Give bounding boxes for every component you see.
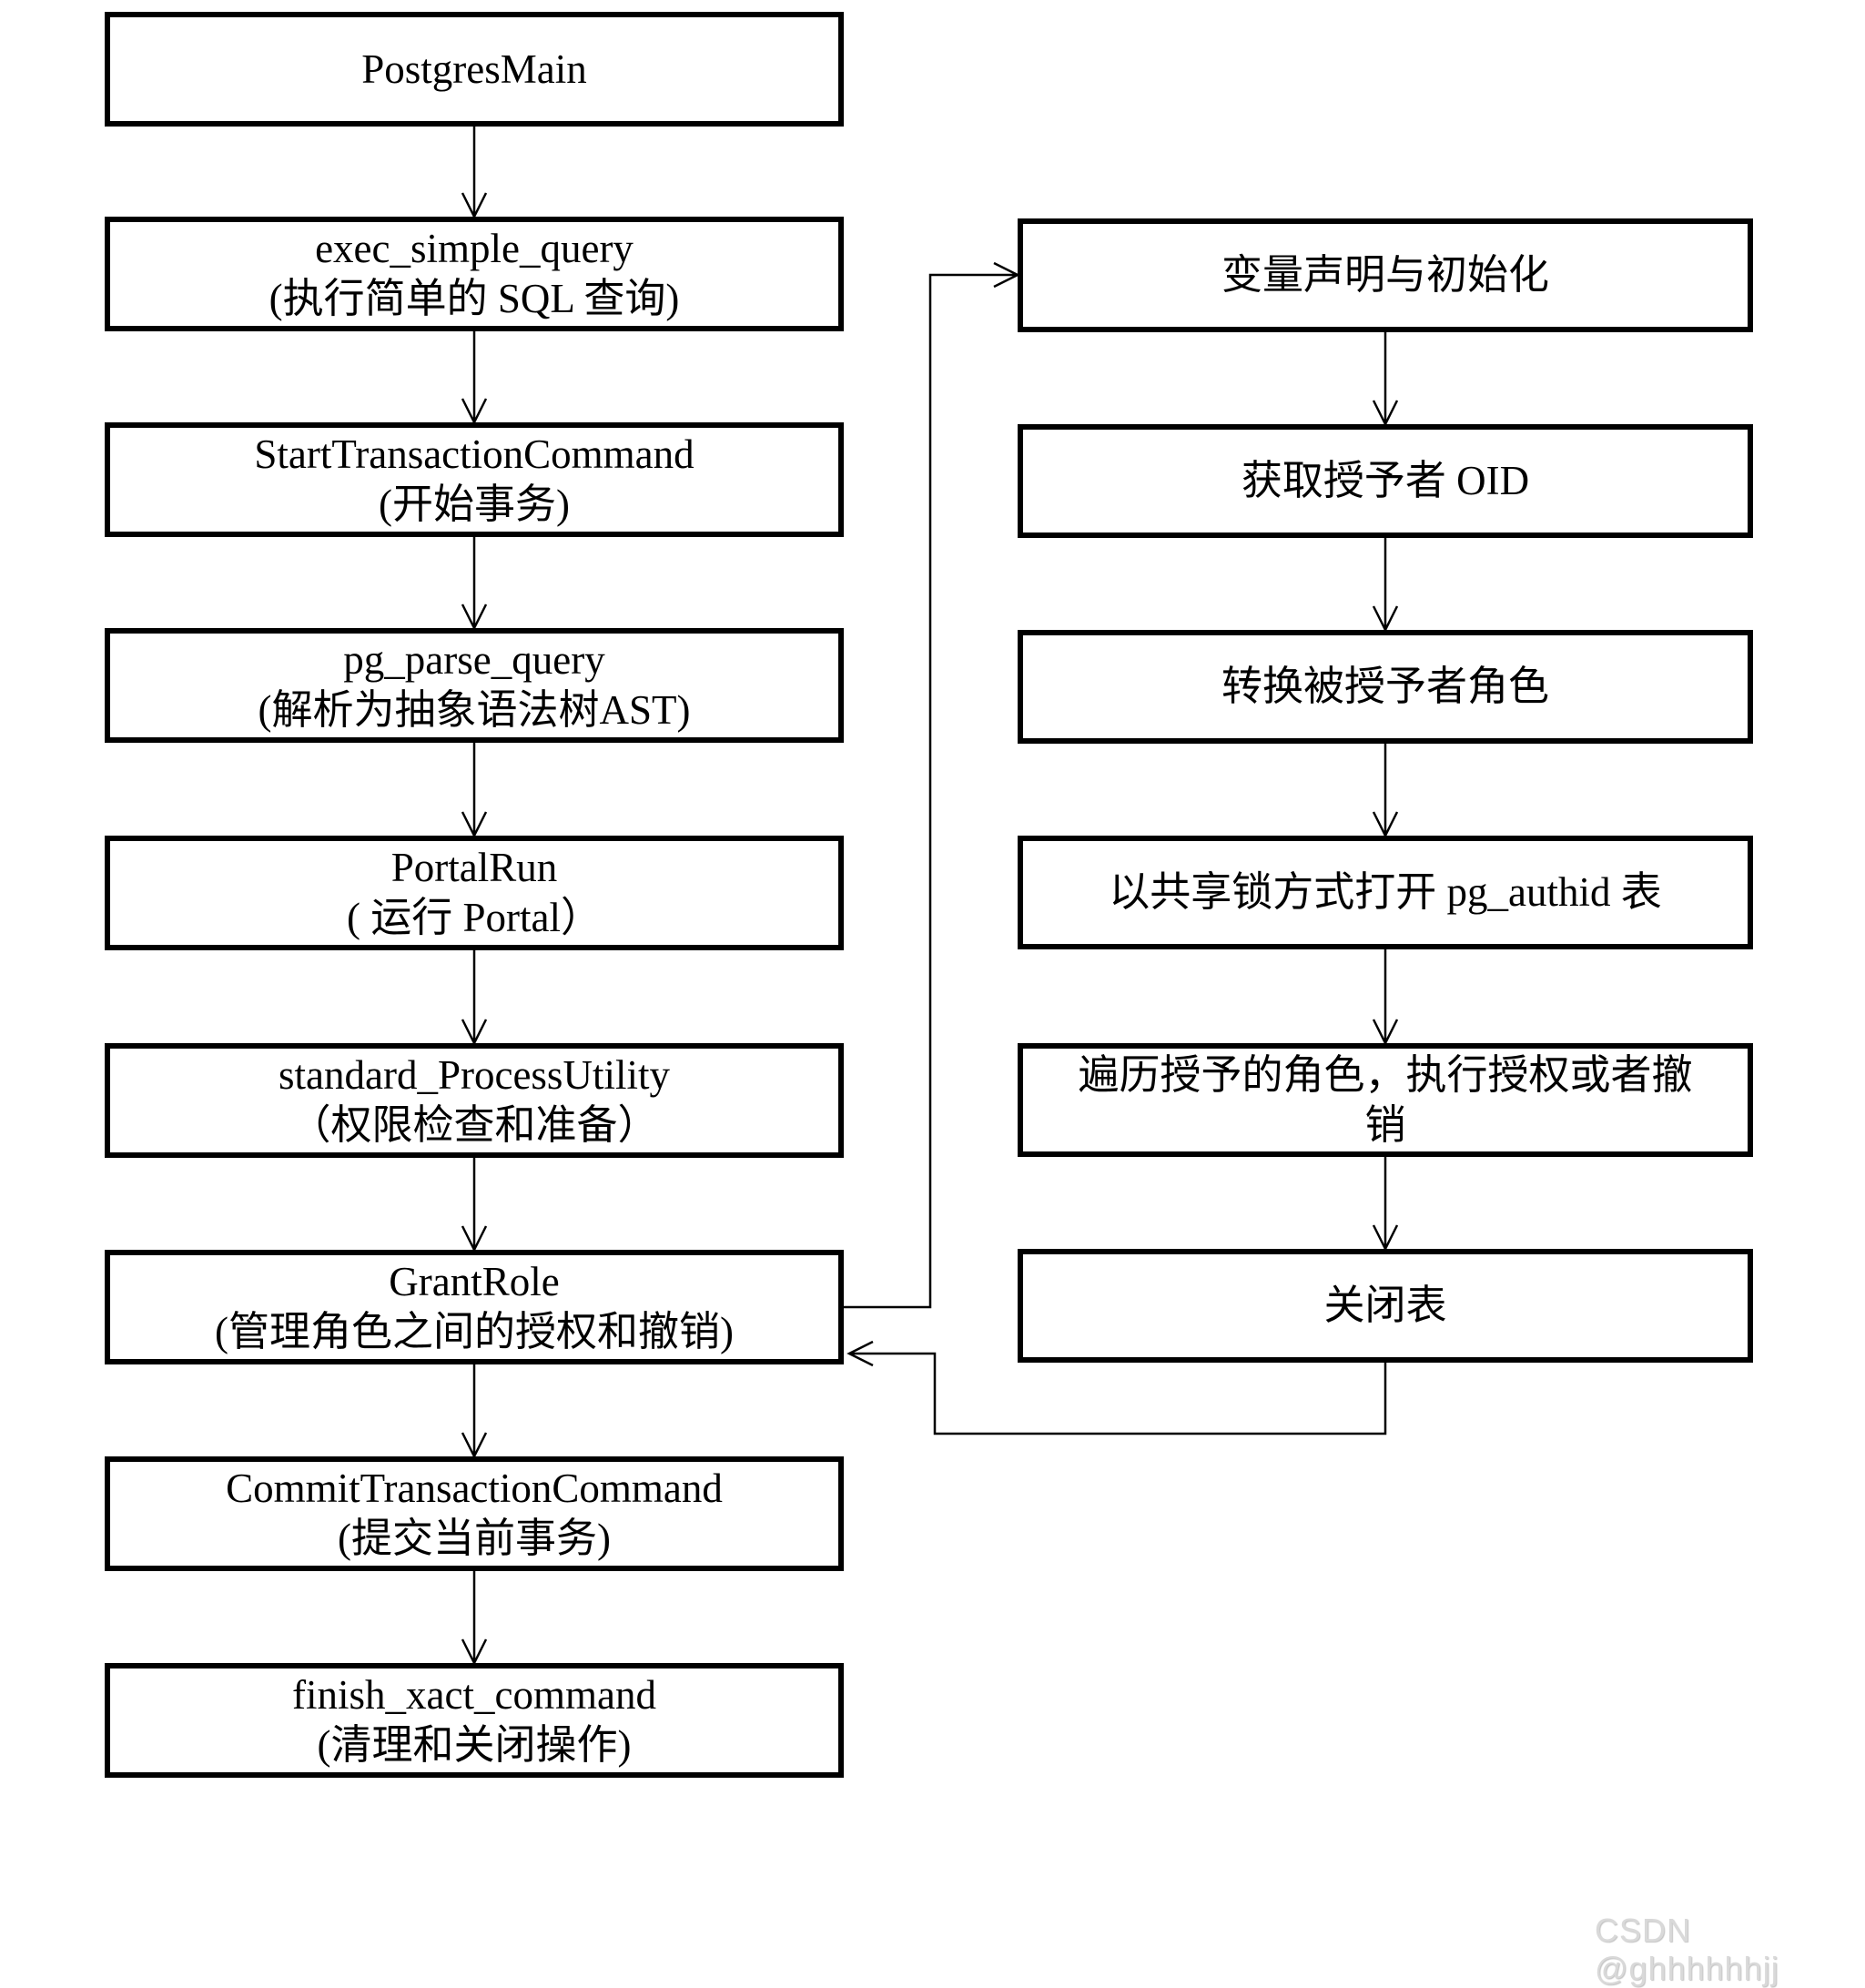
flow-node-label: (开始事务) <box>379 482 570 527</box>
arrow-get-grantor-oid-to-convert-grantee-roles <box>1372 538 1399 633</box>
watermark: CSDN @ghhhhhhjj <box>1595 1912 1779 1987</box>
arrow-open-pg-authid-with-shared-lock-to-iterate-roles-grant-or-revoke <box>1372 949 1399 1046</box>
flow-node-exec-simple-query: exec_simple_query(执行简单的 SQL 查询) <box>105 217 844 331</box>
flow-node-label: ( 运行 Portal） <box>347 895 602 940</box>
arrow-grant-role-to-declare-and-init-variables <box>844 261 1020 1309</box>
flow-node-postgres-main: PostgresMain <box>105 12 844 127</box>
flow-node-label: 转换被授予者角色 <box>1221 664 1549 710</box>
flow-node-label: GrantRole <box>389 1259 560 1305</box>
flow-node-label: （权限检查和准备） <box>289 1102 659 1148</box>
flow-node-finish-xact-command: finish_xact_command(清理和关闭操作) <box>105 1663 844 1778</box>
arrow-iterate-roles-grant-or-revoke-to-close-table <box>1372 1157 1399 1252</box>
arrow-close-table-to-grant-role <box>846 1340 1387 1435</box>
arrow-convert-grantee-roles-to-open-pg-authid-with-shared-lock <box>1372 744 1399 838</box>
flow-node-label: StartTransactionCommand <box>254 431 694 478</box>
flow-node-portal-run: PortalRun( 运行 Portal） <box>105 836 844 950</box>
flow-node-close-table: 关闭表 <box>1018 1249 1753 1363</box>
arrow-postgres-main-to-exec-simple-query <box>461 127 488 219</box>
arrow-portal-run-to-standard-process-utility <box>461 950 488 1046</box>
flow-node-label: finish_xact_command <box>292 1672 656 1719</box>
arrow-pg-parse-query-to-portal-run <box>461 743 488 838</box>
flow-node-label: CommitTransactionCommand <box>226 1466 723 1512</box>
flow-node-label: standard_ProcessUtility <box>279 1052 670 1099</box>
flow-node-open-pg-authid-with-shared-lock: 以共享锁方式打开 pg_authid 表 <box>1018 836 1753 949</box>
flow-node-label: 以共享锁方式打开 pg_authid 表 <box>1109 869 1662 916</box>
flow-node-grant-role: GrantRole(管理角色之间的授权和撤销) <box>105 1250 844 1364</box>
flow-node-get-grantor-oid: 获取授予者 OID <box>1018 424 1753 538</box>
flow-node-iterate-roles-grant-or-revoke: 遍历授予的角色，执行授权或者撤销 <box>1018 1043 1753 1157</box>
arrow-declare-and-init-variables-to-get-grantor-oid <box>1372 332 1399 427</box>
flow-node-label: pg_parse_query <box>343 637 605 684</box>
flow-node-label: (管理角色之间的授权和撤销) <box>215 1309 734 1354</box>
flow-node-label: (解析为抽象语法树AST) <box>258 687 691 733</box>
flow-node-standard-process-utility: standard_ProcessUtility（权限检查和准备） <box>105 1043 844 1158</box>
flow-node-label: PortalRun <box>390 845 558 891</box>
flow-node-label: (清理和关闭操作) <box>317 1722 632 1768</box>
flow-node-label: (提交当前事务) <box>338 1516 611 1561</box>
flow-node-pg-parse-query: pg_parse_query(解析为抽象语法树AST) <box>105 628 844 743</box>
flow-node-declare-and-init-variables: 变量声明与初始化 <box>1018 218 1753 332</box>
arrow-exec-simple-query-to-start-transaction-command <box>461 331 488 425</box>
flow-node-label: PostgresMain <box>361 46 587 92</box>
flow-node-label: (执行简单的 SQL 查询) <box>269 276 680 321</box>
flow-node-label: 变量声明与初始化 <box>1221 252 1549 299</box>
flow-node-commit-transaction-command: CommitTransactionCommand(提交当前事务) <box>105 1456 844 1571</box>
arrow-commit-transaction-command-to-finish-xact-command <box>461 1571 488 1666</box>
flow-node-label: 关闭表 <box>1323 1283 1447 1329</box>
arrow-grant-role-to-commit-transaction-command <box>461 1364 488 1459</box>
flow-node-start-transaction-command: StartTransactionCommand(开始事务) <box>105 422 844 537</box>
flow-node-label: 销 <box>1364 1101 1406 1148</box>
flow-node-convert-grantee-roles: 转换被授予者角色 <box>1018 630 1753 744</box>
flow-node-label: 获取授予者 OID <box>1241 458 1530 504</box>
flow-node-label: exec_simple_query <box>315 226 633 272</box>
flow-node-label: 遍历授予的角色，执行授权或者撤 <box>1078 1051 1693 1098</box>
arrow-standard-process-utility-to-grant-role <box>461 1158 488 1253</box>
arrow-start-transaction-command-to-pg-parse-query <box>461 537 488 631</box>
